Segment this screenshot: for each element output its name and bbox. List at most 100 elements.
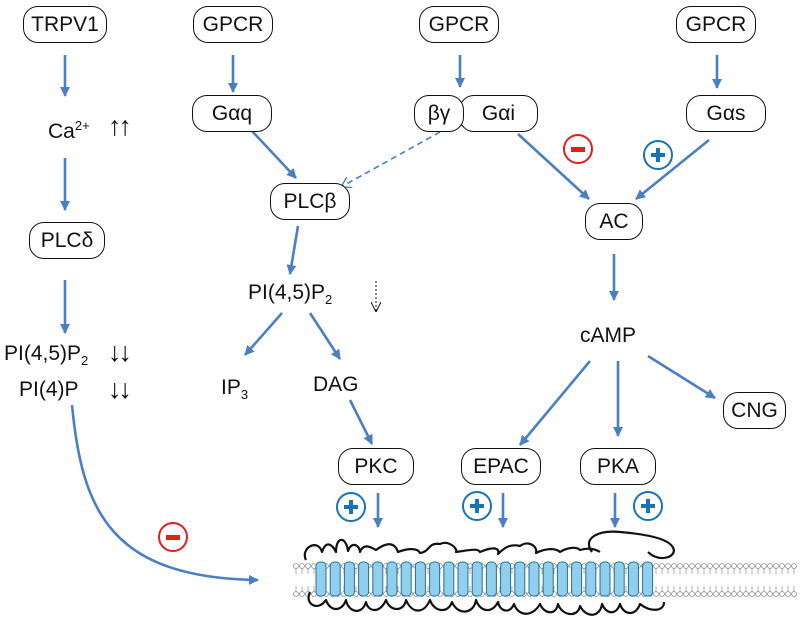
- lipid-head: [761, 591, 767, 597]
- lipid-head: [761, 563, 767, 569]
- transmembrane-helix: [386, 561, 398, 597]
- lipid-head: [653, 591, 659, 597]
- activation-sign-pkc: [336, 492, 366, 522]
- arrow-pip2-dag: [308, 312, 342, 360]
- lipid-head: [719, 591, 725, 597]
- lipid-head: [293, 563, 299, 569]
- lipid-head: [791, 563, 797, 569]
- gpcr-gs-node: GPCR: [676, 6, 756, 43]
- arrow-plcbeta-pip2: [286, 225, 300, 275]
- arrow-gai-ac: [517, 133, 590, 200]
- arrow-gas-ac: [635, 138, 710, 201]
- cell-membrane: [293, 530, 797, 616]
- arrow-pi4p-membrane: [70, 404, 259, 585]
- transmembrane-helix: [400, 561, 412, 597]
- transmembrane-helix: [358, 561, 370, 597]
- transmembrane-helix: [613, 561, 625, 597]
- lipid-head: [779, 591, 785, 597]
- lipid-head: [671, 563, 677, 569]
- lipid-head: [725, 563, 731, 569]
- galpha-q-node: Gαq: [192, 95, 272, 132]
- lipid-head: [695, 591, 701, 597]
- dag-label: DAG: [313, 373, 359, 396]
- plc-beta-node: PLCβ: [270, 183, 350, 220]
- transmembrane-helix: [627, 561, 639, 597]
- lipid-head: [785, 591, 791, 597]
- lipid-head: [731, 591, 737, 597]
- arrow-gaq-plcbeta: [251, 130, 297, 179]
- lipid-head: [707, 563, 713, 569]
- transmembrane-helix: [329, 561, 341, 597]
- lipid-head: [713, 591, 719, 597]
- lipid-head: [653, 563, 659, 569]
- transmembrane-helix: [599, 561, 611, 597]
- intracellular-loops: [307, 591, 666, 616]
- lipid-head: [755, 563, 761, 569]
- lipid-head: [773, 563, 779, 569]
- lipid-head: [779, 563, 785, 569]
- lipid-head: [701, 563, 707, 569]
- lipid-head: [767, 591, 773, 597]
- lipid-head: [677, 591, 683, 597]
- calcium-label: Ca2+: [48, 118, 90, 143]
- activation-sign-pka: [633, 491, 663, 521]
- lipid-head: [695, 563, 701, 569]
- transmembrane-helix: [585, 561, 597, 597]
- pi4p-decrease-arrows: ↓↓: [108, 374, 132, 404]
- arrow-pip2-ip3: [244, 312, 283, 356]
- extracellular-loops: [303, 538, 601, 561]
- pi4p-label: PI(4)P: [19, 378, 79, 401]
- lipid-head: [737, 563, 743, 569]
- lipid-head: [737, 591, 743, 597]
- transmembrane-helix: [443, 561, 455, 597]
- lipid-head: [791, 591, 797, 597]
- lipid-head: [743, 591, 749, 597]
- lipid-head: [665, 591, 671, 597]
- trpv1-node: TRPV1: [23, 6, 107, 43]
- epac-node: EPAC: [461, 448, 541, 485]
- galpha-s-node: Gαs: [686, 95, 766, 132]
- transmembrane-helix: [457, 561, 469, 597]
- lipid-head: [677, 563, 683, 569]
- gpcr-gi-node: GPCR: [419, 6, 499, 43]
- cng-node: CNG: [723, 392, 786, 429]
- lipid-head: [305, 563, 311, 569]
- pka-node: PKA: [580, 448, 656, 485]
- transmembrane-helix: [429, 561, 441, 597]
- transmembrane-helix: [343, 561, 355, 597]
- activation-sign-epac: [462, 491, 492, 521]
- lipid-head: [659, 591, 665, 597]
- pip2-decrease-arrows: ↓↓: [108, 337, 132, 367]
- inhibition-sign-pi4p: [158, 522, 188, 552]
- lipid-head: [749, 563, 755, 569]
- transmembrane-helix: [528, 561, 540, 597]
- lipid-head: [755, 591, 761, 597]
- lipid-head: [749, 591, 755, 597]
- dashed-arrow-betagamma-plcbeta: [341, 131, 441, 187]
- arrow-camp-cng: [647, 354, 716, 400]
- lipid-head: [707, 591, 713, 597]
- lipid-head: [293, 591, 299, 597]
- lipid-head: [671, 591, 677, 597]
- lipid-head: [785, 563, 791, 569]
- transmembrane-helix: [414, 561, 426, 597]
- lipid-head: [701, 591, 707, 597]
- lipid-head: [743, 563, 749, 569]
- beta-gamma-node: βγ: [414, 95, 464, 132]
- gpcr-gq-node: GPCR: [193, 6, 273, 43]
- plc-delta-node: PLCδ: [29, 222, 105, 259]
- transmembrane-helix: [642, 561, 654, 597]
- galpha-i-node: Gαi: [459, 95, 538, 132]
- lipid-head: [659, 563, 665, 569]
- lipid-head: [683, 591, 689, 597]
- camp-label: cAMP: [580, 324, 637, 347]
- transmembrane-helix: [485, 561, 497, 597]
- transmembrane-helix: [514, 561, 526, 597]
- lipid-head: [725, 591, 731, 597]
- pka-site-loop: [587, 530, 675, 560]
- transmembrane-helix: [500, 561, 512, 597]
- activation-sign-gas: [643, 140, 673, 170]
- lipid-head: [689, 591, 695, 597]
